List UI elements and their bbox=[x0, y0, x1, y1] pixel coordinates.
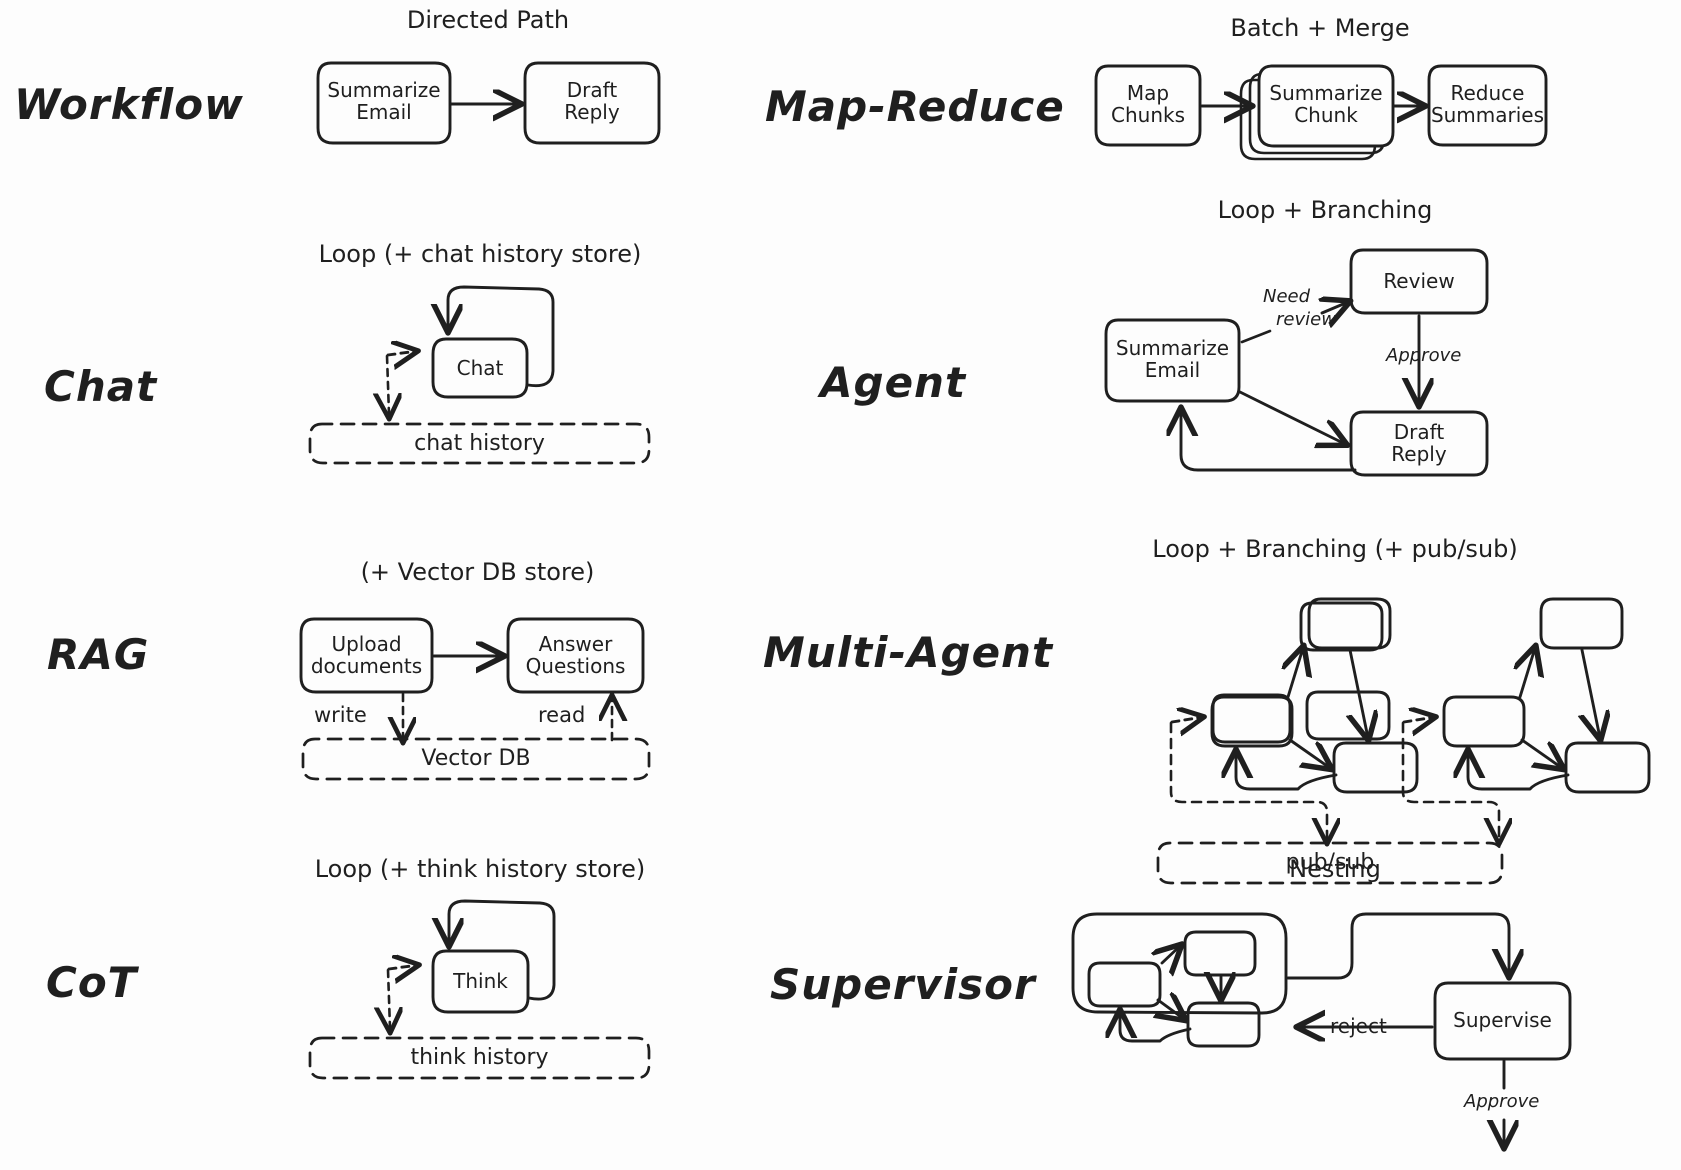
store-label-vector-db: Vector DB bbox=[421, 746, 531, 771]
ma-a-edge-a bbox=[1288, 648, 1303, 699]
store-chat-history bbox=[308, 422, 651, 465]
edge-chat-in bbox=[386, 351, 417, 355]
sup-edge-1to2 bbox=[1162, 946, 1180, 963]
caption-loop-branching-pubsub: Loop + Branching (+ pub/sub) bbox=[1152, 535, 1518, 563]
ma-a-edge-b bbox=[1350, 648, 1368, 738]
row-label-supervisor: Supervisor bbox=[770, 960, 1036, 1009]
node-summarize-chunk bbox=[1257, 64, 1395, 148]
node-summarize-email-ag bbox=[1104, 318, 1241, 403]
sup-node-1 bbox=[1087, 961, 1162, 1008]
edge-ag-need-review-stub bbox=[1240, 329, 1272, 344]
sup-edge-3to1 bbox=[1120, 1012, 1192, 1043]
caption-loop-branching: Loop + Branching bbox=[1217, 196, 1433, 224]
supervisor-group bbox=[1071, 912, 1288, 1015]
sup-node-3 bbox=[1186, 1001, 1261, 1048]
store-label-pub-sub: pub/sub bbox=[1285, 850, 1375, 875]
caption-nesting: Nesting bbox=[1289, 855, 1381, 883]
edge-label-approve-agent: Approve bbox=[1386, 345, 1462, 366]
ma-a-node-1 bbox=[1211, 693, 1292, 744]
ma-cluster-b-boxes bbox=[1442, 597, 1651, 794]
caption-vector-db-store: (+ Vector DB store) bbox=[360, 558, 595, 586]
edge-label-review: review bbox=[1276, 308, 1336, 330]
store-vector-db bbox=[301, 737, 651, 781]
ma-a-edge-d bbox=[1236, 752, 1338, 791]
edge-ag-direct bbox=[1238, 390, 1345, 444]
edge-chat-store bbox=[387, 354, 389, 414]
edge-label-reject: reject bbox=[1330, 1014, 1387, 1038]
ma-b-edge-c bbox=[1520, 738, 1562, 768]
edge-label-read: read bbox=[538, 703, 586, 727]
ma-b-edge-d bbox=[1468, 752, 1570, 791]
node-answer-questions bbox=[506, 617, 645, 694]
edge-cot-store bbox=[388, 968, 390, 1028]
row-label-chat: Chat bbox=[44, 362, 158, 411]
node-think bbox=[431, 949, 530, 1014]
node-chat bbox=[431, 337, 529, 399]
node-supervise bbox=[1433, 981, 1572, 1061]
node-draft-reply-wf bbox=[523, 61, 661, 145]
ma-b-in bbox=[1402, 717, 1435, 722]
caption-batch-merge: Batch + Merge bbox=[1230, 14, 1410, 42]
edge-cot-selfloop bbox=[449, 899, 556, 1001]
store-pub-sub bbox=[1156, 841, 1504, 885]
store-label-think-history: think history bbox=[410, 1045, 549, 1070]
edge-ag-need-review bbox=[1322, 302, 1348, 313]
row-label-multi-agent: Multi-Agent bbox=[763, 628, 1054, 677]
ma-a-in bbox=[1170, 717, 1203, 722]
node-map-chunks bbox=[1094, 64, 1202, 147]
edge-label-need-review: Need review bbox=[1263, 286, 1336, 331]
edge-chat-selfloop bbox=[448, 285, 555, 388]
edge-label-sup-approve: Approve bbox=[1464, 1091, 1540, 1112]
ma-a-edge-c bbox=[1288, 738, 1330, 768]
ma-a-node-3 bbox=[1305, 690, 1391, 741]
ma-b-to-pubsub bbox=[1401, 721, 1499, 839]
ma-a-to-pubsub bbox=[1169, 721, 1327, 839]
node-upload-documents bbox=[299, 617, 434, 694]
edge-group-to-supervise bbox=[1286, 912, 1509, 978]
caption-loop-think: Loop (+ think history store) bbox=[314, 855, 646, 883]
row-label-rag: RAG bbox=[47, 630, 150, 679]
caption-loop-chat: Loop (+ chat history store) bbox=[318, 240, 642, 268]
edge-ag-loopback bbox=[1181, 410, 1357, 472]
edge-cot-in bbox=[387, 965, 418, 969]
ma-b-edge-a bbox=[1520, 648, 1535, 699]
node-reduce-summaries bbox=[1427, 64, 1548, 147]
edge-label-need: Need bbox=[1263, 286, 1311, 307]
row-label-map-reduce: Map-Reduce bbox=[765, 82, 1065, 131]
row-label-agent: Agent bbox=[820, 358, 967, 407]
caption-directed-path: Directed Path bbox=[406, 6, 570, 34]
node-summarize-email-wf bbox=[316, 61, 452, 145]
node-draft-reply-ag bbox=[1349, 410, 1489, 477]
row-label-cot: CoT bbox=[46, 958, 138, 1007]
node-review bbox=[1349, 248, 1489, 315]
ma-a-node-2 bbox=[1299, 601, 1384, 652]
multiagent-cluster-a bbox=[1211, 601, 1391, 744]
store-label-chat-history: chat history bbox=[414, 431, 545, 456]
sup-node-2 bbox=[1183, 930, 1257, 977]
edge-label-write: write bbox=[314, 703, 367, 727]
sup-edge-1to3 bbox=[1158, 1000, 1184, 1019]
row-label-workflow: Workflow bbox=[14, 80, 244, 129]
ma-b-edge-b bbox=[1582, 648, 1600, 738]
